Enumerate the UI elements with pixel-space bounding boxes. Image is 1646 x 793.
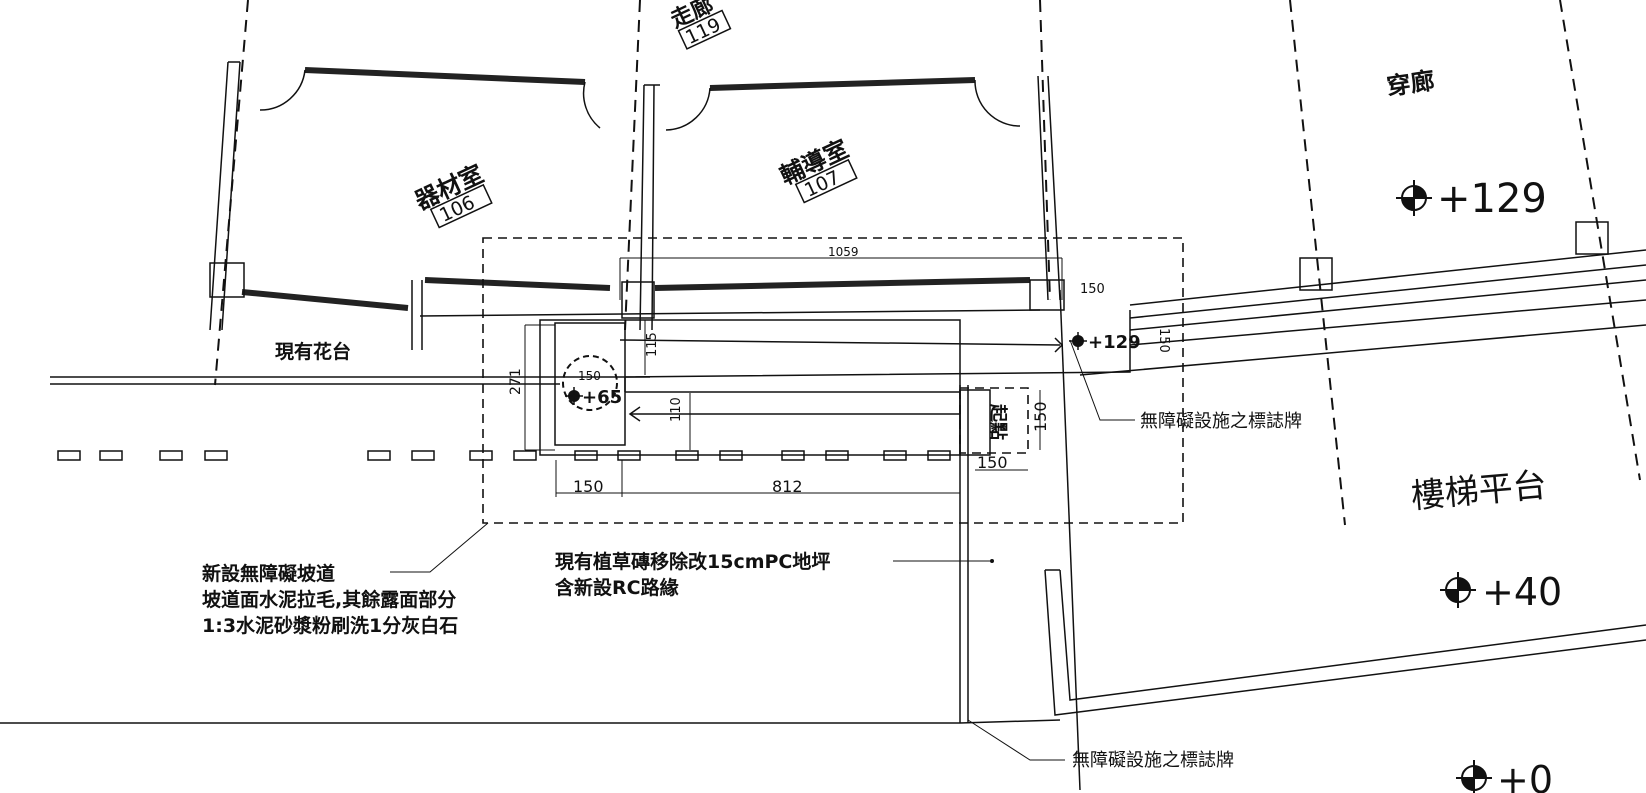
passage-lines <box>1044 249 1646 791</box>
dim-start-depth: 150 <box>1031 401 1050 432</box>
svg-text:新設無障礙坡道: 新設無障礙坡道 <box>202 562 335 585</box>
dimension-lines <box>524 257 1063 497</box>
dim-top-landing: 150 <box>1080 282 1105 297</box>
leader-lines <box>390 339 1135 761</box>
dim-overall-width: 271 <box>508 368 524 395</box>
elevation-passage: +129 <box>1437 176 1547 222</box>
room-name-passage: 穿廊 <box>1385 67 1436 101</box>
dim-top-landing-side: 150 <box>1156 328 1171 353</box>
elevation-ground: +0 <box>1497 758 1553 793</box>
ramp <box>482 237 1184 524</box>
walls <box>209 61 1609 350</box>
svg-text:1:3水泥砂漿粉刷洗1分灰白石: 1:3水泥砂漿粉刷洗1分灰白石 <box>202 614 458 637</box>
svg-text:坡道面水泥拉毛,其餘露面部分: 坡道面水泥拉毛,其餘露面部分 <box>202 588 456 611</box>
ground-lines <box>0 376 1061 724</box>
dim-bottom-run: 812 <box>772 477 803 496</box>
paving-note: 現有植草磚移除改15cmPC地坪 含新設RC路緣 <box>555 550 830 599</box>
sign-label-2: 無障礙設施之標誌牌 <box>1072 750 1234 771</box>
start-point-label: 起點 <box>987 403 1009 440</box>
dim-start-width: 150 <box>977 453 1008 472</box>
elevation-ramp-top: +129 <box>1088 332 1141 353</box>
svg-text:現有植草磚移除改15cmPC地坪: 現有植草磚移除改15cmPC地坪 <box>555 550 830 573</box>
elevation-ramp-bottom: +65 <box>582 387 622 408</box>
axis-lines <box>214 0 1641 526</box>
svg-text:含新設RC路緣: 含新設RC路緣 <box>555 576 679 599</box>
elevation-marker-icons <box>565 180 1492 793</box>
room-name-stair-landing: 樓梯平台 <box>1409 465 1548 517</box>
planter-label: 現有花台 <box>275 340 351 363</box>
dim-lower-width: 110 <box>669 397 684 422</box>
dim-total-length: 1059 <box>828 245 859 259</box>
sign-label-1: 無障礙設施之標誌牌 <box>1140 411 1302 432</box>
ramp-note: 新設無障礙坡道 坡道面水泥拉毛,其餘露面部分 1:3水泥砂漿粉刷洗1分灰白石 <box>202 562 458 637</box>
dim-bottom-landing: 150 <box>578 369 601 383</box>
dim-upper-width: 115 <box>645 332 660 357</box>
dim-bottom-left: 150 <box>573 477 604 496</box>
elevation-landing: +40 <box>1482 570 1562 614</box>
